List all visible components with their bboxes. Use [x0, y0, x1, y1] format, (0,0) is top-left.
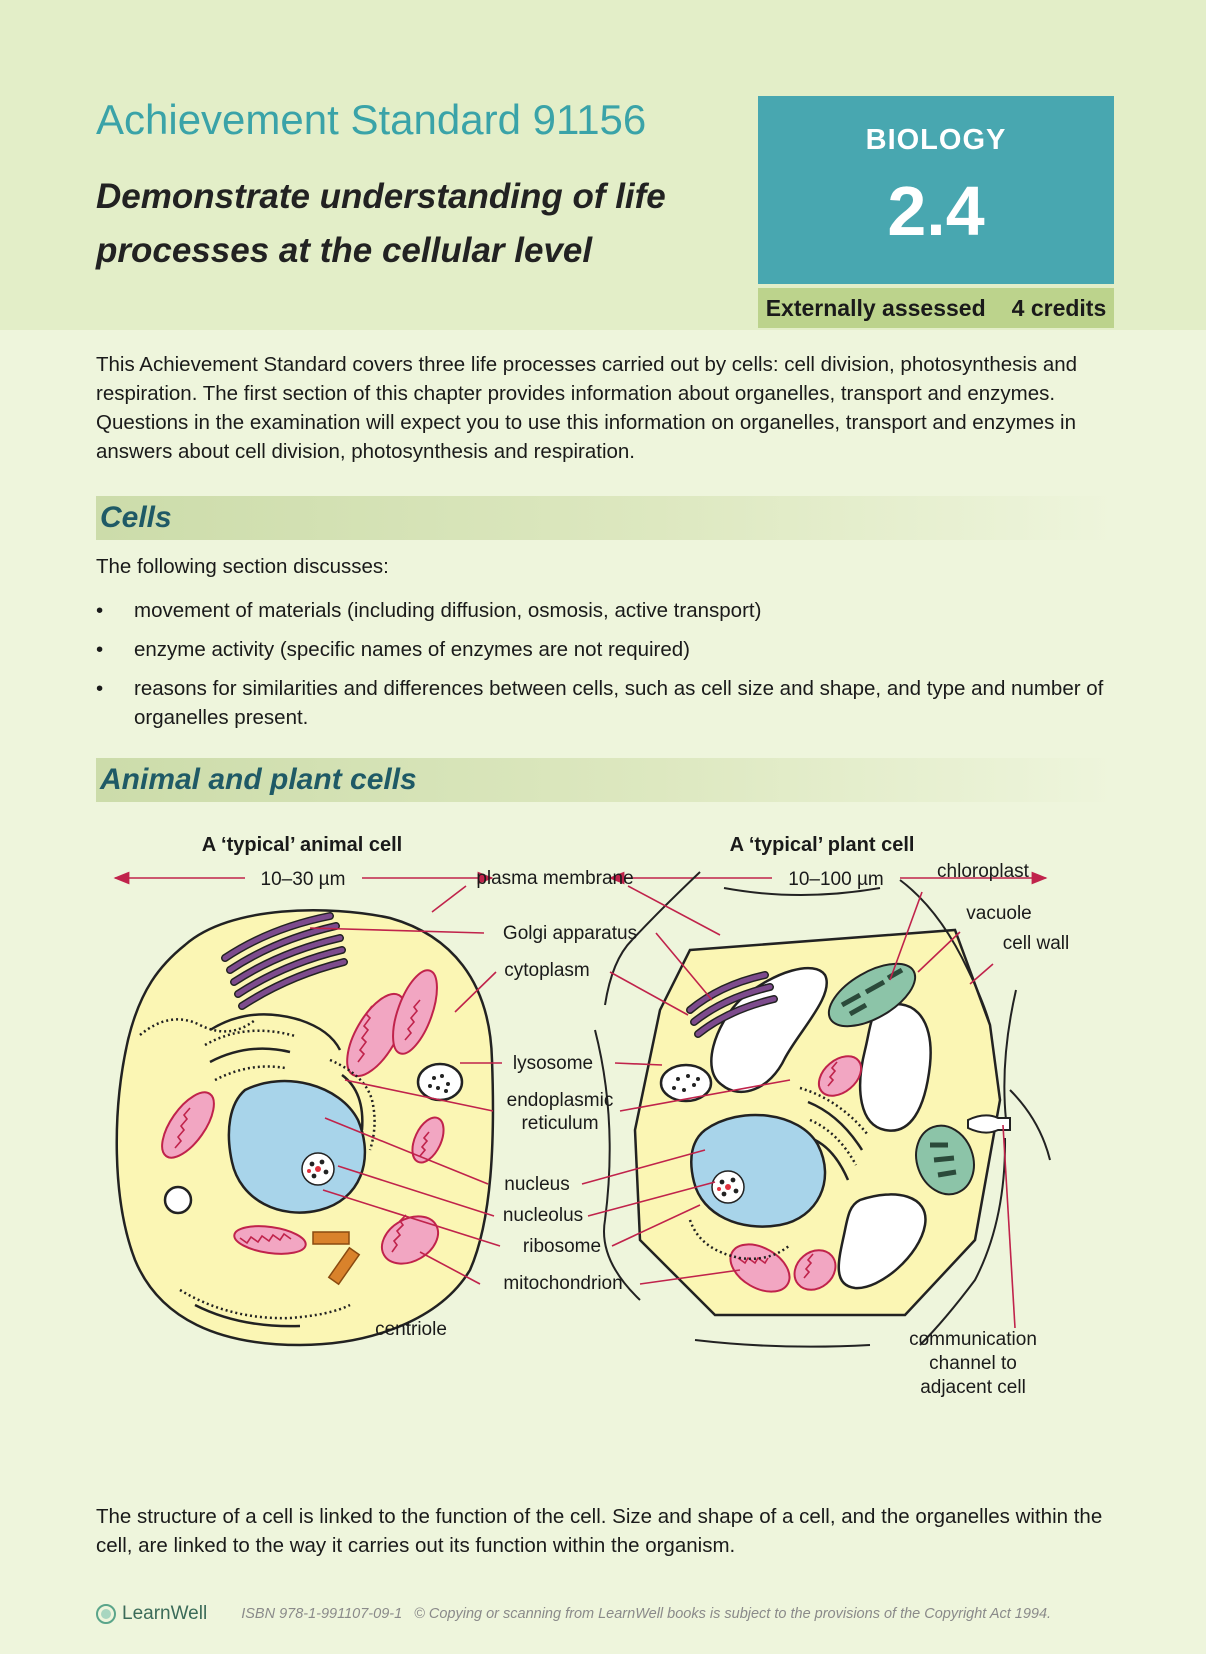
intro-paragraph: This Achievement Standard covers three l… [96, 353, 1078, 463]
standard-number: 2.4 [887, 172, 985, 250]
assessment-type: Externally assessed [765, 294, 986, 321]
animal-mitochondrion [392, 969, 438, 1055]
label-golgi-apparatus: Golgi apparatus [503, 923, 637, 944]
label-centriole: centriole [375, 1319, 447, 1340]
label-communication-line-2: channel to [929, 1353, 1017, 1374]
standard-subtitle: Demonstrate understanding of life proces… [96, 170, 736, 278]
plant-chloroplast [915, 1124, 975, 1196]
label-lysosome: lysosome [513, 1053, 593, 1074]
section-title-cells: Cells [100, 501, 172, 534]
animal-nucleolus [301, 1152, 335, 1186]
plant-cell-title: A ‘typical’ plant cell [730, 834, 915, 856]
animal-cell [115, 909, 495, 1347]
animal-lysosome [416, 1062, 464, 1102]
plasmodesma-channel [967, 1114, 1011, 1134]
diagram-labels: plasma membrane Golgi apparatus cytoplas… [375, 861, 1069, 1398]
plant-vacuole [710, 966, 932, 1290]
label-mitochondrion: mitochondrion [503, 1273, 622, 1294]
assessment-bar: Externally assessed 4 credits [758, 288, 1114, 328]
learnwell-logo-icon [96, 1604, 116, 1624]
animal-nucleus [227, 1079, 367, 1214]
animal-mitochondrion [380, 1214, 440, 1265]
credits: 4 credits [1011, 294, 1107, 321]
footer: LearnWell ISBN 978-1-991107-09-1 © Copyi… [96, 1600, 1116, 1628]
subject-box: BIOLOGY 2.4 [758, 96, 1114, 284]
animal-vesicle [163, 1185, 193, 1215]
animal-cell-title: A ‘typical’ animal cell [202, 834, 402, 856]
section-heading-animal-plant: Animal and plant cells [96, 758, 1116, 802]
cells-lead: The following section discusses: [96, 555, 389, 578]
section-title-animal-plant: Animal and plant cells [100, 763, 417, 796]
bullet-item: enzyme activity (specific names of enzym… [96, 635, 1116, 664]
copyright-notice: © Copying or scanning from LearnWell boo… [414, 1606, 1052, 1622]
label-plasma-membrane: plasma membrane [476, 868, 633, 889]
bullet-item: movement of materials (including diffusi… [96, 596, 1116, 625]
label-communication-line-1: communication [909, 1329, 1037, 1350]
bullet-item: reasons for similarities and differences… [96, 674, 1116, 732]
cells-bullet-list: movement of materials (including diffusi… [96, 596, 1116, 742]
plant-lysosome [659, 1063, 713, 1103]
standard-title: Achievement Standard 91156 [96, 96, 647, 143]
animal-mitochondrion [161, 1091, 215, 1159]
label-nucleolus: nucleolus [503, 1205, 583, 1226]
learnwell-logo: LearnWell [96, 1603, 207, 1625]
animal-centriole [312, 1231, 361, 1286]
logo-text: LearnWell [122, 1603, 208, 1624]
subtitle-line-1: Demonstrate understanding of life [96, 177, 666, 216]
isbn: ISBN 978-1-991107-09-1 [241, 1606, 403, 1622]
plant-chloroplast [827, 962, 917, 1028]
animal-mitochondrion [233, 1225, 307, 1255]
plant-nucleolus [711, 1170, 745, 1204]
subject-name: BIOLOGY [865, 124, 1007, 156]
section-heading-cells: Cells [96, 496, 1116, 540]
label-cytoplasm: cytoplasm [504, 960, 590, 981]
cell-diagram: A ‘typical’ animal cell A ‘typical’ plan… [113, 834, 1069, 1398]
plant-nucleus [690, 1113, 827, 1228]
animal-mitochondrion [411, 1116, 445, 1164]
subtitle-line-2: processes at the cellular level [96, 231, 593, 270]
plant-cell-size: 10–100 µm [788, 869, 883, 890]
label-er-line-1: endoplasmic [507, 1090, 614, 1111]
plant-mitochondrion [817, 1055, 863, 1097]
label-chloroplast: chloroplast [937, 861, 1030, 882]
plant-rough-er [688, 1086, 869, 1260]
label-lines [309, 885, 1016, 1329]
plant-cell [594, 871, 1051, 1348]
plant-golgi-apparatus [686, 971, 778, 1038]
label-communication-line-3: adjacent cell [920, 1377, 1026, 1398]
label-ribosome: ribosome [523, 1236, 601, 1257]
label-cell-wall: cell wall [1003, 933, 1070, 954]
plant-mitochondrion [793, 1249, 837, 1291]
label-er-line-2: reticulum [521, 1113, 598, 1134]
animal-cell-size: 10–30 µm [261, 869, 346, 890]
label-nucleus: nucleus [504, 1174, 570, 1195]
closing-paragraph: The structure of a cell is linked to the… [96, 1505, 1103, 1557]
label-vacuole: vacuole [966, 903, 1032, 924]
plant-mitochondrion [729, 1243, 791, 1293]
